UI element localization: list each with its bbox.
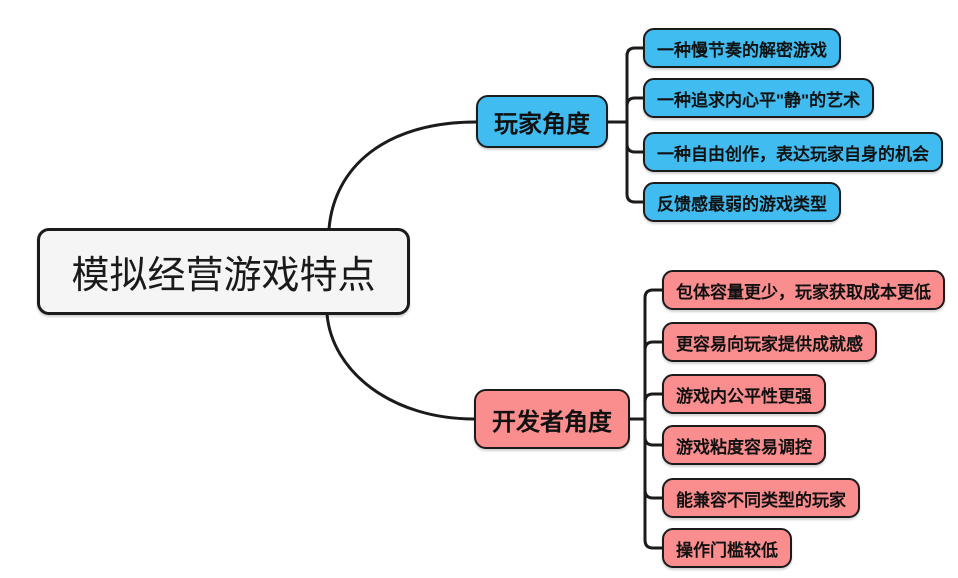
developer-leaf-in-game-fairness[interactable]: 游戏内公平性更强 <box>662 374 826 414</box>
connector-developer-leaf-5 <box>643 417 665 500</box>
player-leaf-free-creation[interactable]: 一种自由创作，表达玩家自身的机会 <box>643 132 943 172</box>
connector-player-leaf-3 <box>625 120 646 154</box>
developer-leaf-smaller-package[interactable]: 包体容量更少，玩家获取成本更低 <box>662 270 945 310</box>
branch-player-perspective[interactable]: 玩家角度 <box>476 95 608 148</box>
connector-player-leaf-2 <box>625 96 646 124</box>
connector-developer-leaf-1 <box>643 288 665 421</box>
connector-root-to-player <box>327 120 478 231</box>
connector-developer-leaf-3 <box>643 392 665 421</box>
connector-root-to-developer <box>325 312 476 421</box>
player-leaf-slow-paced-puzzle[interactable]: 一种慢节奏的解密游戏 <box>643 28 841 68</box>
developer-leaf-player-compatibility[interactable]: 能兼容不同类型的玩家 <box>662 478 860 518</box>
connector-player-leaf-1 <box>625 46 646 124</box>
branch-developer-perspective[interactable]: 开发者角度 <box>474 389 630 449</box>
connector-player-leaf-4 <box>625 120 646 204</box>
player-leaf-inner-quiet-art[interactable]: 一种追求内心平"静"的艺术 <box>643 78 875 118</box>
player-leaf-weakest-feedback[interactable]: 反馈感最弱的游戏类型 <box>643 182 841 222</box>
connector-developer-leaf-6 <box>643 417 665 550</box>
connector-developer-leaf-2 <box>643 340 665 421</box>
root-node[interactable]: 模拟经营游戏特点 <box>37 228 410 315</box>
developer-leaf-low-operation-threshold[interactable]: 操作门槛较低 <box>662 528 792 568</box>
developer-leaf-stickiness-control[interactable]: 游戏粘度容易调控 <box>662 425 826 465</box>
developer-leaf-sense-of-achievement[interactable]: 更容易向玩家提供成就感 <box>662 322 877 362</box>
connector-developer-leaf-4 <box>643 417 665 447</box>
